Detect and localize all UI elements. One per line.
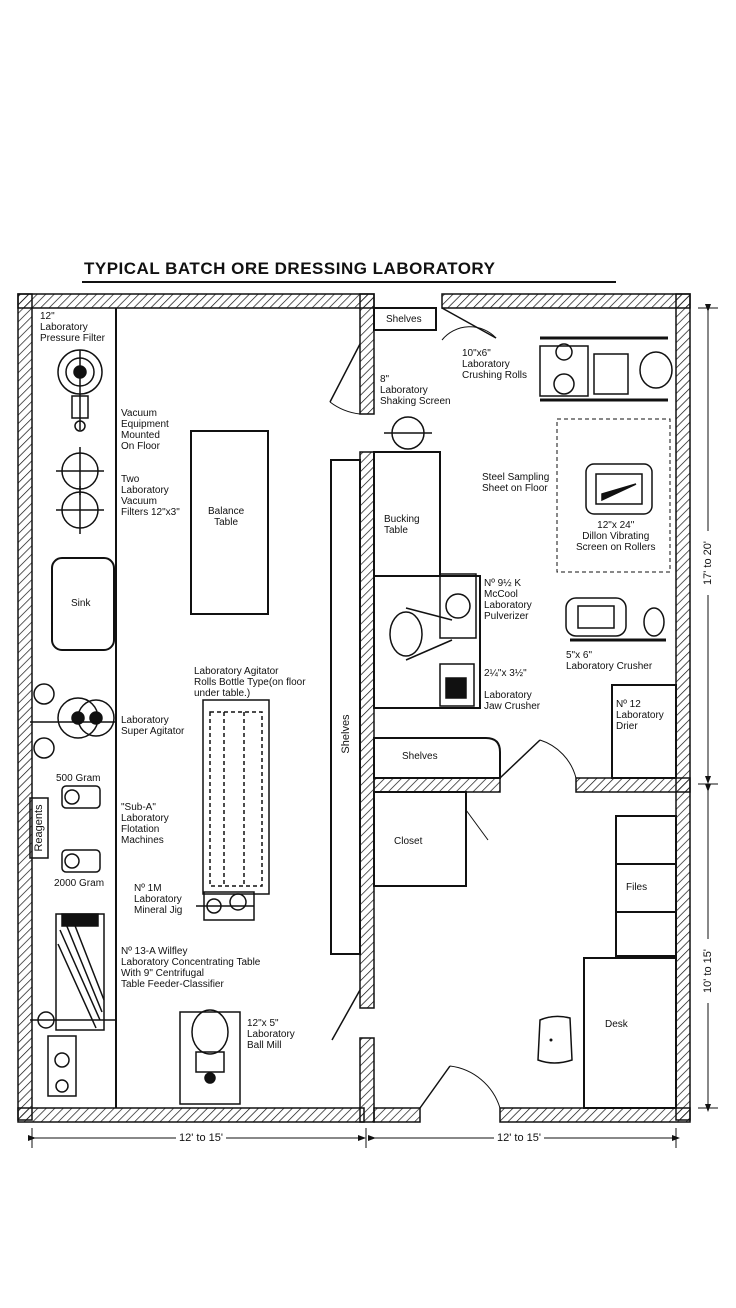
shelves-vertical: [330, 459, 361, 955]
label-shelves-mid: Shelves: [402, 751, 438, 762]
interior-walls: [359, 293, 691, 1123]
dim-bottom-right: 12' to 15': [494, 1132, 544, 1144]
dim-bottom-left: 12' to 15': [176, 1132, 226, 1144]
drier: [611, 684, 677, 779]
crushing-rolls: [539, 336, 673, 402]
label-2000-gram: 2000 Gram: [54, 878, 105, 889]
label-laboratory-crusher: 5"x 6" Laboratory Crusher: [566, 650, 653, 672]
label-shelves-top: Shelves: [386, 314, 422, 325]
label-pressure-filter: 12" Laboratory Pressure Filter: [40, 311, 106, 344]
flotation-machines: [61, 785, 101, 873]
outer-walls: [17, 293, 691, 1123]
label-shelves-vertical: Shelves: [340, 714, 352, 754]
chair: [537, 1015, 573, 1064]
label-mineral-jig: Nº 1M Laboratory Mineral Jig: [134, 883, 183, 916]
shelves-mid: [373, 737, 501, 779]
door-bottom: [419, 1065, 451, 1109]
label-drier: Nº 12 Laboratory Drier: [616, 699, 664, 732]
label-jaw-crusher: 2¼"x 3½" Laboratory Jaw Crusher: [484, 668, 541, 712]
concentrating-table: [30, 913, 116, 1097]
dillon-screen: [585, 463, 653, 515]
pulverizer: [389, 573, 477, 661]
shaking-screen: [384, 416, 432, 450]
label-sink: Sink: [71, 598, 91, 609]
label-500-gram: 500 Gram: [56, 773, 101, 784]
label-bucking-table: Bucking Table: [384, 514, 420, 536]
shelves-top: [373, 307, 437, 331]
mineral-jig: [196, 891, 255, 921]
label-agitator-rolls: Laboratory Agitator Rolls Bottle Type(on…: [194, 666, 306, 699]
label-concentrating-table: Nº 13-A Wilfley Laboratory Concentrating…: [121, 946, 261, 990]
balance-table: [190, 430, 269, 615]
steel-sampling-sheet: [556, 418, 671, 573]
reagents-box: [29, 797, 49, 859]
label-crushing-rolls: 10"x6" Laboratory Crushing Rolls: [462, 348, 528, 381]
desk: [583, 957, 677, 1109]
label-steel-sampling-sheet: Steel Sampling Sheet on Floor: [482, 472, 550, 494]
door-left-room: [329, 343, 361, 403]
label-desk: Desk: [605, 1019, 628, 1030]
label-shaking-screen: 8" Laboratory Shaking Screen: [380, 374, 451, 407]
dim-right-lower: 10' to 15': [702, 939, 714, 1003]
pressure-filter: [57, 349, 103, 432]
label-super-agitator: Laboratory Super Agitator: [121, 715, 185, 737]
label-ball-mill: 12"x 5" Laboratory Ball Mill: [247, 1018, 295, 1051]
super-agitator: [30, 683, 116, 759]
jaw-crusher: [439, 663, 475, 707]
crusher-bench: [373, 575, 481, 709]
vacuum-filters: [56, 447, 104, 534]
agitator-table: [202, 699, 270, 895]
label-files: Files: [626, 882, 648, 893]
label-flotation-machines: "Sub-A" Laboratory Flotation Machines: [121, 802, 169, 846]
label-closet: Closet: [394, 836, 423, 847]
label-pulverizer: Nº 9½ K McCool Laboratory Pulverizer: [484, 578, 532, 622]
label-reagents: Reagents: [33, 804, 45, 852]
label-balance-table: Balance Table: [208, 506, 245, 528]
closet: [373, 791, 467, 887]
files: [615, 815, 677, 957]
sink: [51, 557, 115, 651]
dim-right-upper: 17' to 20': [702, 531, 714, 595]
diagram-title: TYPICAL BATCH ORE DRESSING LABORATORY: [84, 259, 496, 278]
label-vacuum-filters: Two Laboratory Vacuum Filters 12"x3": [121, 474, 180, 518]
ball-mill: [179, 1009, 241, 1105]
door-mid: [499, 739, 541, 779]
laboratory-crusher: [565, 597, 666, 642]
door-top: [441, 307, 497, 339]
label-vacuum-equipment: Vacuum Equipment Mounted On Floor: [121, 408, 169, 452]
label-dillon-screen: 12"x 24" Dillon Vibrating Screen on Roll…: [576, 520, 656, 553]
